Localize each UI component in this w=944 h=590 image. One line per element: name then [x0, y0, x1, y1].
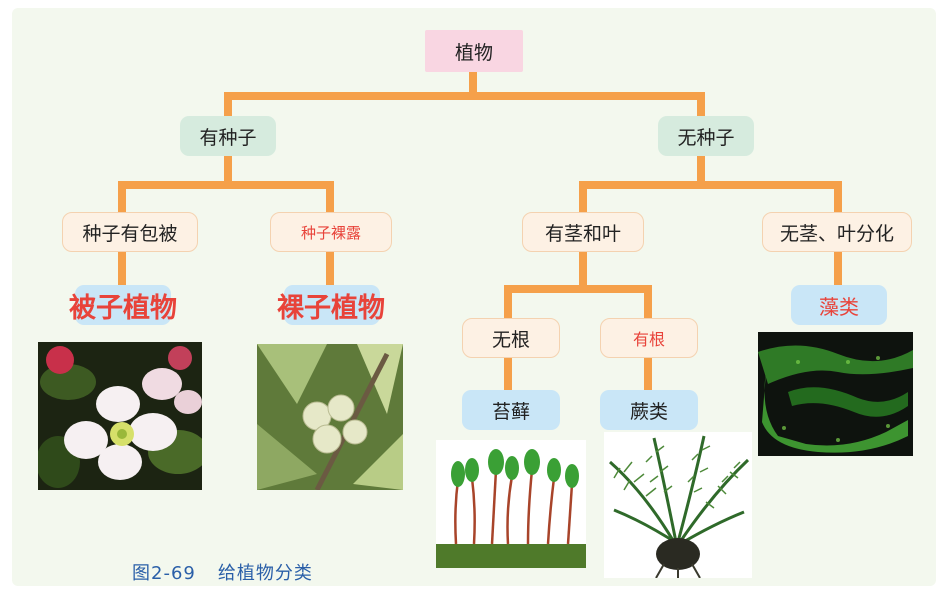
has-root-node: 有根	[600, 318, 698, 358]
seed-connector	[118, 156, 334, 212]
figure-number: 图2-69	[132, 563, 196, 584]
enclosed-seed-node: 种子有包被	[62, 212, 198, 252]
gymnosperm-node	[284, 285, 380, 325]
stemleaf-connector	[504, 252, 652, 318]
algae-node: 藻类	[791, 285, 887, 325]
figure-title: 给植物分类	[217, 563, 313, 584]
no-root-node: 无根	[462, 318, 560, 358]
angiosperm-label: 被子植物	[69, 292, 177, 324]
algae-photo	[758, 332, 913, 456]
figure-caption: 图2-69 给植物分类	[132, 559, 313, 585]
angiosperm-node	[75, 285, 171, 325]
ginkgo-photo	[257, 344, 403, 490]
noseed-connector	[579, 156, 842, 212]
root-node: 植物	[425, 30, 523, 72]
fern-photo	[604, 432, 752, 578]
root-connector	[224, 72, 705, 116]
seedless-plants-node: 无种子	[658, 116, 754, 156]
apple-blossom-photo	[38, 342, 202, 490]
seed-plants-node: 有种子	[180, 116, 276, 156]
moss-photo	[436, 440, 586, 568]
gymnosperm-label: 裸子植物	[277, 292, 385, 324]
naked-seed-node: 种子裸露	[270, 212, 392, 252]
fern-node: 蕨类	[600, 390, 698, 430]
stem-leaf-node: 有茎和叶	[522, 212, 644, 252]
no-stem-leaf-node: 无茎、叶分化	[762, 212, 912, 252]
moss-node: 苔藓	[462, 390, 560, 430]
